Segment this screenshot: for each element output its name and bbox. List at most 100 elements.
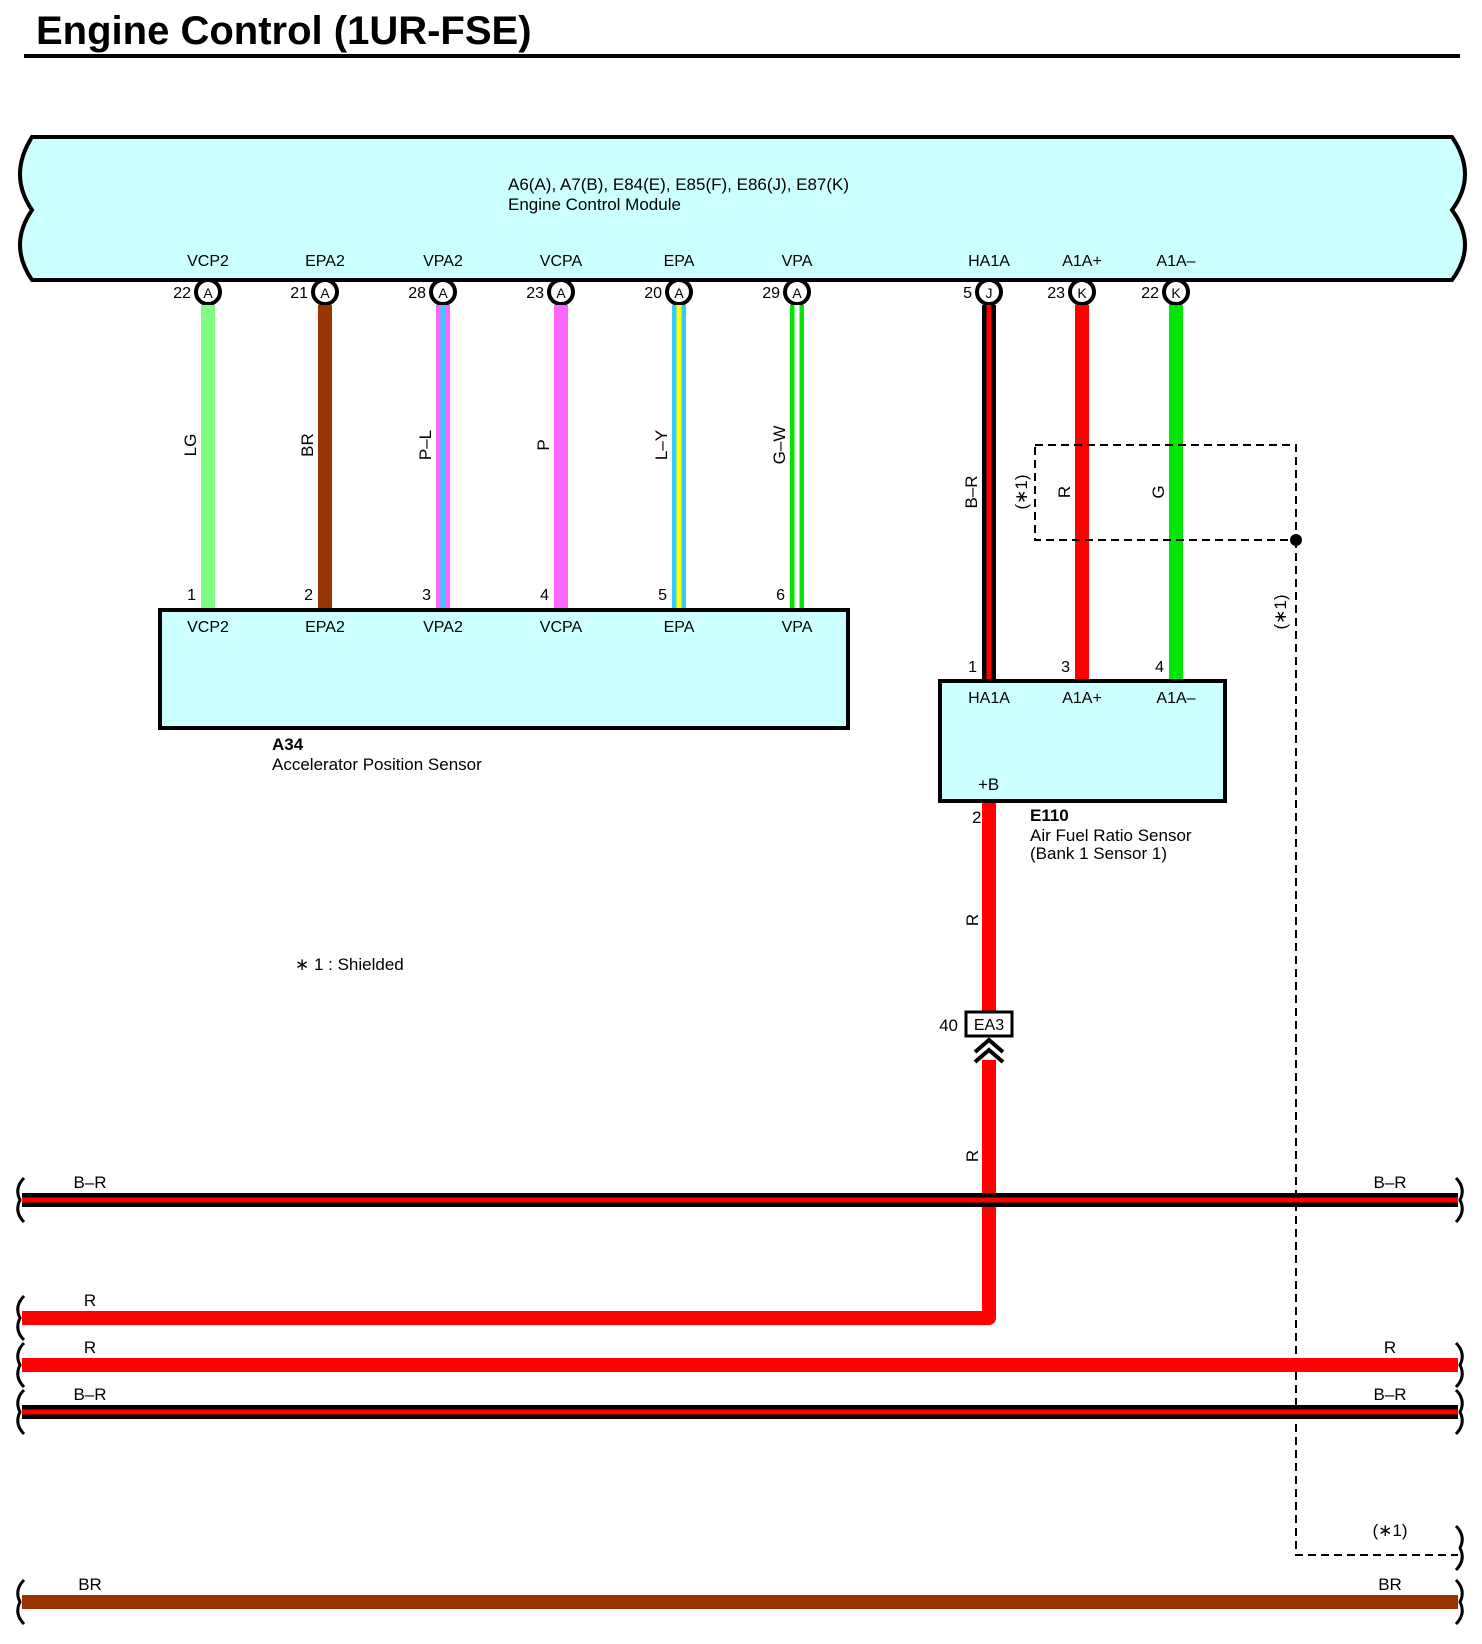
a34-box	[158, 608, 850, 730]
wire-2: BR	[298, 305, 332, 610]
e110-pin-signal: A1A+	[1062, 690, 1102, 707]
junction-box	[964, 1010, 1014, 1038]
junction-code: EA3	[974, 1017, 1004, 1034]
a34-code: A34	[272, 735, 304, 754]
bus-label-right: B–R	[1373, 1385, 1406, 1404]
shield-label-line: (∗1)	[1271, 594, 1290, 629]
ecm-pin-number: 22	[1141, 285, 1159, 302]
a34-pin-signal: EPA	[664, 619, 695, 636]
bus-label-right: (∗1)	[1372, 1521, 1407, 1540]
bus-label-right: R	[1384, 1338, 1396, 1357]
bus-label-left: BR	[78, 1575, 102, 1594]
power-wire-label-lower: R	[963, 1150, 982, 1162]
bus-brace-right	[1454, 1388, 1464, 1436]
power-wire-lower	[22, 1060, 996, 1325]
a34-pin-signal: VPA2	[423, 619, 463, 636]
bus-label-left: B–R	[73, 1173, 106, 1192]
e110-power-pin: 2	[972, 808, 981, 827]
shield-junction-dot	[1290, 534, 1302, 546]
ecm-pin-signal: VCP2	[187, 253, 229, 270]
ecm-name: Engine Control Module	[508, 195, 681, 214]
ecm-connector-circle	[547, 278, 575, 306]
ecm-pin-number: 20	[644, 285, 662, 302]
a34-pin-number: 3	[422, 587, 431, 604]
wire-5: L–Y	[652, 305, 686, 610]
bus-line-2: R	[16, 1291, 96, 1342]
bus-brace-left	[16, 1578, 26, 1626]
a34-pin-signal: VCP2	[187, 619, 229, 636]
bus-label-left: R	[84, 1291, 96, 1310]
bus-label-left: R	[84, 1338, 96, 1357]
ecm-connector-circle	[311, 278, 339, 306]
bus-label-left: B–R	[73, 1385, 106, 1404]
bus-brace-left	[16, 1341, 26, 1389]
wire-9: G	[1149, 305, 1183, 681]
ecm-pin-signal: VCPA	[540, 253, 583, 270]
ecm-connector-circle	[783, 278, 811, 306]
a34-pin-number: 1	[187, 587, 196, 604]
junction-chevron-1	[973, 1037, 1005, 1054]
ecm-connector-circle	[1162, 278, 1190, 306]
shield-drain-line	[1295, 540, 1458, 1556]
bus-brace-right	[1454, 1176, 1464, 1224]
bus-brace-right	[1454, 1578, 1464, 1626]
ecm-connector-letter: K	[1171, 285, 1181, 301]
wire-label: R	[1055, 486, 1074, 498]
ecm-pin-signal: EPA	[664, 253, 695, 270]
power-wire-label-upper: R	[963, 914, 982, 926]
a34-pin-number: 6	[776, 587, 785, 604]
a34-name: Accelerator Position Sensor	[272, 755, 482, 774]
e110-pin-number: 4	[1155, 659, 1164, 676]
ecm-pin-number: 22	[173, 285, 191, 302]
junction-chevron-2	[973, 1047, 1005, 1064]
ecm-connector-letter: A	[556, 285, 566, 301]
wire-4: P	[534, 305, 568, 610]
bus-brace-left	[16, 1294, 26, 1342]
a34-pin-number: 4	[540, 587, 549, 604]
e110-code: E110	[1030, 806, 1069, 825]
ecm-pin-number: 21	[290, 285, 308, 302]
ecm-pin-number: 23	[526, 285, 544, 302]
wire-label: G	[1149, 485, 1168, 498]
ecm-connector-circle	[194, 278, 222, 306]
ecm-connector-letter: A	[438, 285, 448, 301]
wire-8: R	[1055, 305, 1089, 681]
wire-label: P–L	[416, 430, 435, 460]
e110-pin-signal: HA1A	[968, 690, 1010, 707]
a34-pin-signal: VCPA	[540, 619, 583, 636]
a34-pin-signal: VPA	[782, 619, 813, 636]
bus-brace-right	[1454, 1524, 1464, 1572]
ecm-connector-circle	[429, 278, 457, 306]
a34-pin-signal: EPA2	[305, 619, 345, 636]
wire-label: L–Y	[652, 430, 671, 460]
bus-brace-left	[16, 1176, 26, 1224]
wire-6: G–W	[770, 305, 804, 610]
a34-pin-number: 2	[304, 587, 313, 604]
ecm-connector-letter: A	[674, 285, 684, 301]
wire-label: LG	[181, 434, 200, 457]
ecm-connector-letter: A	[320, 285, 330, 301]
e110-pin-number: 3	[1061, 659, 1070, 676]
junction-ea3: EA3 40	[939, 1010, 1014, 1064]
wire-7: B–R	[962, 305, 996, 681]
ecm-pin-signal: A1A+	[1062, 253, 1102, 270]
wire-label: P	[534, 439, 553, 450]
e110-power-signal: +B	[978, 775, 999, 794]
e110-box	[938, 679, 1227, 803]
ecm-connector-letter: K	[1077, 285, 1087, 301]
junction-pin: 40	[939, 1016, 958, 1035]
wire-label: B–R	[962, 475, 981, 508]
ecm-box	[18, 135, 1467, 282]
ecm-connector-letter: A	[792, 285, 802, 301]
bus-brace-right	[1454, 1341, 1464, 1389]
ecm-connector-circle	[975, 278, 1003, 306]
ecm-pin-number: 29	[762, 285, 780, 302]
ecm-pin-number: 28	[408, 285, 426, 302]
wire-label: BR	[298, 433, 317, 457]
bus-brace-left	[16, 1388, 26, 1436]
